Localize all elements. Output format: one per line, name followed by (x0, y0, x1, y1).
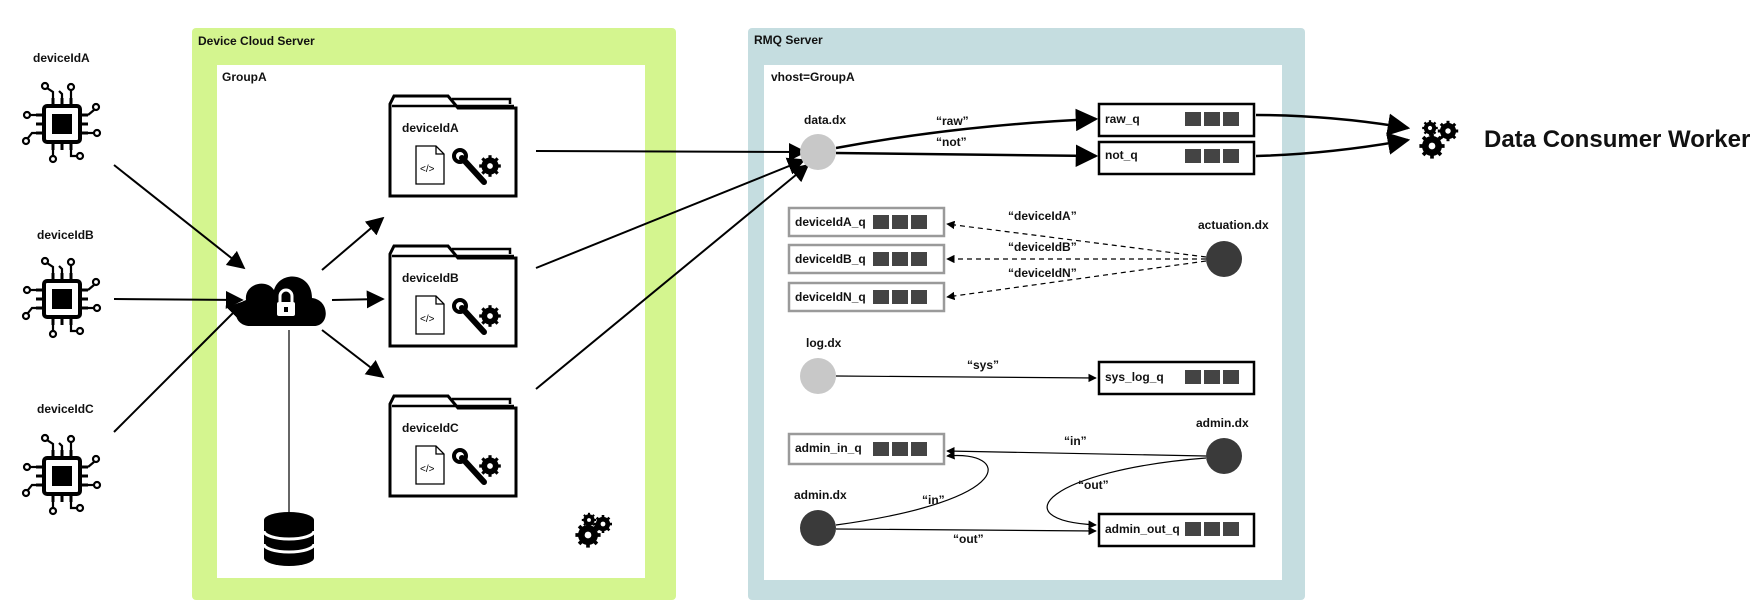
device-b-label: deviceIdB (37, 228, 94, 242)
routing-key-device-b: “deviceIdB” (1008, 240, 1077, 254)
queue-admin-out-label: admin_out_q (1105, 522, 1180, 536)
folder-icon (390, 246, 516, 346)
folder-device-c-label: deviceIdC (402, 421, 459, 435)
exchange-data-label: data.dx (804, 113, 846, 127)
queue-blocks (873, 442, 927, 456)
routing-key-out-left: “out” (953, 532, 984, 546)
cloud-to-folder-arrows (321, 216, 385, 379)
rmq-title: RMQ Server (754, 33, 823, 47)
queue-device-n[interactable]: deviceIdN_q (787, 281, 946, 313)
queue-raw-label: raw_q (1105, 112, 1140, 126)
exchange-admin-right-label: admin.dx (1196, 416, 1249, 430)
folder-device-b[interactable]: deviceIdB </> (390, 246, 516, 346)
vhost-label: vhost=GroupA (771, 70, 855, 84)
routing-key-device-n: “deviceIdN” (1008, 266, 1077, 280)
folder-device-a[interactable]: deviceIdA </> (390, 96, 516, 196)
exchange-actuation-label: actuation.dx (1198, 218, 1269, 232)
queue-admin-out[interactable]: admin_out_q (1097, 512, 1256, 548)
device-cloud-title: Device Cloud Server (198, 34, 315, 48)
queue-blocks (873, 290, 927, 304)
code-file-icon: </> (420, 464, 435, 475)
routing-key-raw: “raw” (936, 114, 969, 128)
queue-not[interactable]: not_q (1097, 140, 1256, 176)
chip-icon (21, 81, 102, 164)
exchange-log[interactable]: log.dx (800, 336, 842, 394)
device-to-cloud-arrows (113, 164, 246, 433)
routing-key-device-a: “deviceIdA” (1008, 209, 1077, 223)
device-a-label: deviceIdA (33, 51, 90, 65)
routing-key-in-right: “in” (1064, 434, 1087, 448)
queue-blocks (1185, 522, 1239, 536)
chip-icon (21, 433, 102, 516)
queue-not-label: not_q (1105, 148, 1138, 162)
device-b[interactable]: deviceIdB (21, 228, 102, 339)
queue-sys-log[interactable]: sys_log_q (1097, 360, 1256, 396)
queue-admin-in[interactable]: admin_in_q (787, 432, 946, 466)
consumer-label: Data Consumer Worker (1484, 126, 1750, 153)
folder-icon (390, 396, 516, 496)
queue-device-n-label: deviceIdN_q (795, 290, 866, 304)
exchange-actuation[interactable]: actuation.dx (1198, 218, 1269, 277)
queue-blocks (1185, 370, 1239, 384)
routing-key-in-left: “in” (922, 493, 945, 507)
queue-admin-in-label: admin_in_q (795, 441, 862, 455)
folder-icon (390, 96, 516, 196)
device-a[interactable]: deviceIdA (21, 51, 102, 164)
queue-blocks (1185, 149, 1239, 163)
queue-device-a-label: deviceIdA_q (795, 215, 866, 229)
routing-key-sys: “sys” (967, 358, 999, 372)
exchange-data[interactable]: data.dx (800, 113, 846, 170)
queue-blocks (873, 215, 927, 229)
chip-icon (21, 256, 102, 339)
exchange-admin-left-label: admin.dx (794, 488, 847, 502)
exchange-admin-left[interactable]: admin.dx (794, 488, 847, 546)
device-c[interactable]: deviceIdC (21, 402, 102, 516)
binding-edges (835, 108, 1411, 536)
database-icon (262, 512, 316, 566)
folder-device-b-label: deviceIdB (402, 271, 459, 285)
queue-blocks (1185, 112, 1239, 126)
exchange-log-label: log.dx (806, 336, 842, 350)
code-file-icon: </> (420, 164, 435, 175)
cloud-lock-icon (235, 276, 326, 326)
routing-key-labels: “raw” “not” “deviceIdA” “deviceIdB” “dev… (922, 114, 1109, 546)
queue-device-a[interactable]: deviceIdA_q (787, 206, 946, 238)
routing-key-not: “not” (936, 135, 967, 149)
folder-device-c[interactable]: deviceIdC </> (390, 396, 516, 496)
consumer-gears-icon (1419, 118, 1458, 158)
queue-raw[interactable]: raw_q (1097, 102, 1256, 138)
code-file-icon: </> (420, 314, 435, 325)
group-label: GroupA (222, 70, 267, 84)
exchange-admin-right[interactable]: admin.dx (1196, 416, 1249, 474)
folder-device-a-label: deviceIdA (402, 121, 459, 135)
queue-device-b[interactable]: deviceIdB_q (787, 243, 946, 275)
folder-to-exchange-arrows (535, 142, 810, 390)
device-c-label: deviceIdC (37, 402, 94, 416)
queue-sys-log-label: sys_log_q (1105, 370, 1164, 384)
queue-blocks (873, 252, 927, 266)
routing-key-out-right: “out” (1078, 478, 1109, 492)
queue-device-b-label: deviceIdB_q (795, 252, 866, 266)
